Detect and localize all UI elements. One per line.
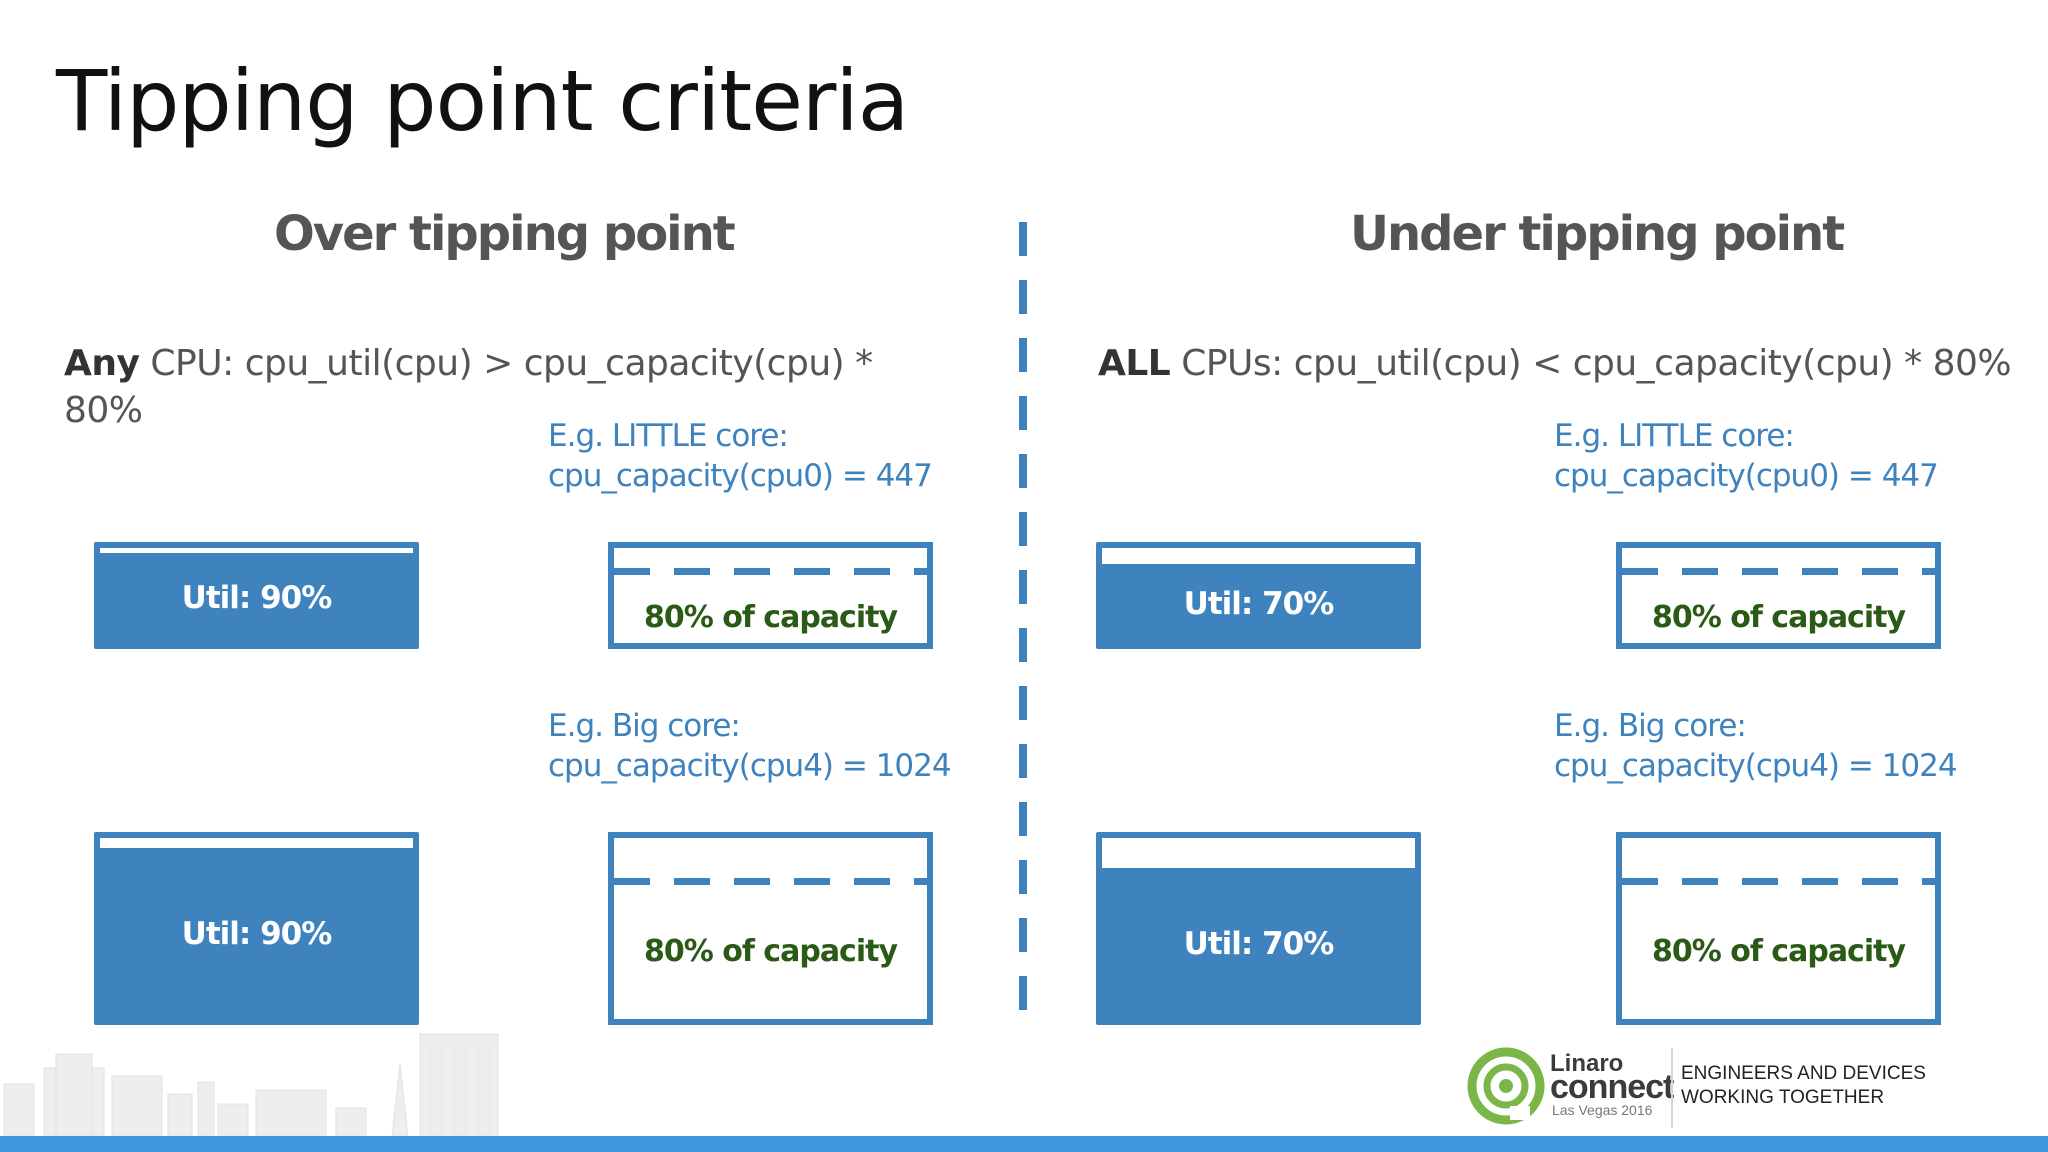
logo-name: Linaro: [1550, 1050, 1624, 1077]
under-big-capacity-label: 80% of capacity: [1651, 934, 1906, 969]
over-little-util-label: Util: 90%: [181, 580, 333, 616]
under-big-example-title: E.g. Big core:: [1554, 708, 1747, 744]
under-criterion: ALL CPUs: cpu_util(cpu) < cpu_capacity(c…: [1098, 340, 2018, 387]
under-big-capacity-box: 80% of capacity: [1616, 832, 1941, 1025]
under-little-capacity-label: 80% of capacity: [1651, 600, 1906, 635]
over-little-example: E.g. LITTLE core: cpu_capacity(cpu0) = 4…: [548, 416, 933, 496]
over-criterion-text-line2: 80%: [64, 390, 143, 431]
over-big-util-label: Util: 90%: [181, 915, 333, 952]
over-little-capacity-box: 80% of capacity: [608, 542, 933, 649]
under-little-capacity-threshold: [1622, 568, 1935, 575]
over-criterion-text: CPU: cpu_util(cpu) > cpu_capacity(cpu) *: [150, 343, 873, 384]
over-little-capacity-label: 80% of capacity: [643, 600, 898, 635]
over-little-example-title: E.g. LITTLE core:: [548, 418, 789, 454]
column-divider: [1019, 222, 1027, 1022]
over-big-example-value: cpu_capacity(cpu4) = 1024: [548, 748, 952, 784]
over-criterion: Any CPU: cpu_util(cpu) > cpu_capacity(cp…: [64, 340, 924, 434]
linaro-logo-icon: [1467, 1047, 1545, 1125]
under-criterion-keyword: ALL: [1098, 343, 1171, 384]
over-big-capacity-box: 80% of capacity: [608, 832, 933, 1025]
under-criterion-text: CPUs: cpu_util(cpu) < cpu_capacity(cpu) …: [1181, 343, 2012, 384]
under-little-util-label: Util: 70%: [1183, 585, 1335, 622]
slide-title: Tipping point criteria: [56, 52, 909, 150]
under-little-util-headroom: [1102, 548, 1415, 564]
under-big-example: E.g. Big core: cpu_capacity(cpu4) = 1024: [1554, 706, 1958, 786]
footer-bar: [0, 1136, 2048, 1152]
over-big-example-title: E.g. Big core:: [548, 708, 741, 744]
under-big-util-label: Util: 70%: [1183, 925, 1335, 962]
tagline-line2: WORKING TOGETHER: [1681, 1087, 1885, 1108]
under-little-util-box: Util: 70%: [1096, 542, 1421, 649]
over-little-capacity-threshold: [614, 568, 927, 575]
over-big-capacity-threshold: [614, 878, 927, 885]
under-big-util-headroom: [1102, 838, 1415, 868]
logo-event: Las Vegas 2016: [1552, 1102, 1653, 1118]
heading-under-tipping-point: Under tipping point: [1350, 206, 1845, 262]
logo-separator: [1671, 1048, 1673, 1128]
over-criterion-keyword: Any: [64, 343, 140, 384]
over-little-util-headroom: [100, 548, 413, 553]
over-little-util-box: Util: 90%: [94, 542, 419, 649]
under-little-example-value: cpu_capacity(cpu0) = 447: [1554, 458, 1939, 494]
under-little-example: E.g. LITTLE core: cpu_capacity(cpu0) = 4…: [1554, 416, 1939, 496]
over-big-util-headroom: [100, 838, 413, 848]
under-little-capacity-box: 80% of capacity: [1616, 542, 1941, 649]
under-big-util-box: Util: 70%: [1096, 832, 1421, 1025]
logo-product: connect: [1550, 1068, 1674, 1106]
las-vegas-skyline-graphic: [3, 1033, 499, 1136]
under-little-example-title: E.g. LITTLE core:: [1554, 418, 1795, 454]
under-big-example-value: cpu_capacity(cpu4) = 1024: [1554, 748, 1958, 784]
under-big-capacity-threshold: [1622, 878, 1935, 885]
over-little-example-value: cpu_capacity(cpu0) = 447: [548, 458, 933, 494]
heading-over-tipping-point: Over tipping point: [274, 206, 736, 262]
over-big-example: E.g. Big core: cpu_capacity(cpu4) = 1024: [548, 706, 952, 786]
tagline: ENGINEERS AND DEVICES WORKING TOGETHER: [1681, 1062, 1926, 1110]
tagline-line1: ENGINEERS AND DEVICES: [1681, 1063, 1926, 1084]
over-big-capacity-label: 80% of capacity: [643, 934, 898, 969]
over-big-util-box: Util: 90%: [94, 832, 419, 1025]
